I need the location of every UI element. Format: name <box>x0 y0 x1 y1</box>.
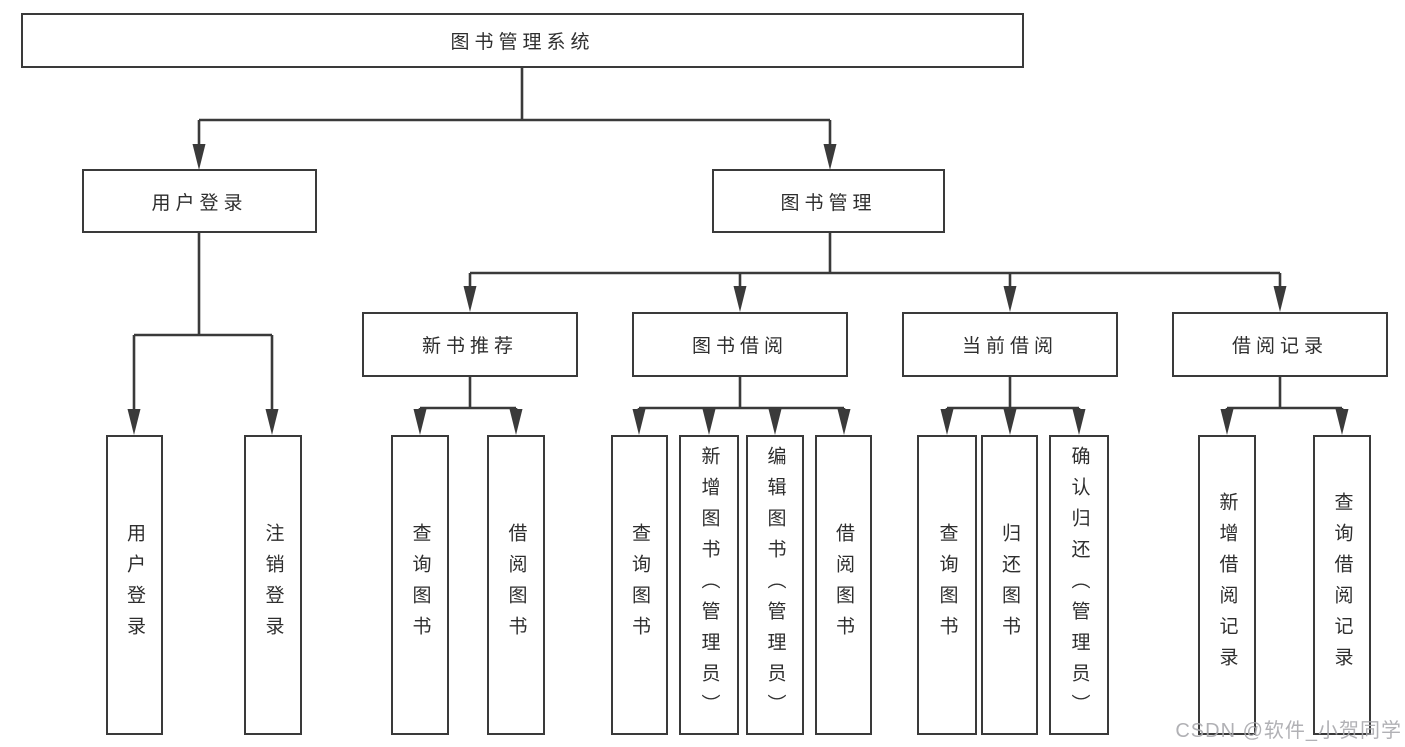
node-new-book-recommend-label: 新书推荐 <box>421 336 518 357</box>
leaf-current-confirm-label: 确认归还（管理员） <box>1068 445 1090 725</box>
leaf-current-confirm: 确认归还（管理员） <box>1049 435 1109 735</box>
leaf-user-login-label: 用户登录 <box>124 523 145 647</box>
arrow-down-icon <box>632 409 646 435</box>
arrow-down-icon <box>127 409 141 435</box>
leaf-current-return-label: 归还图书 <box>999 523 1020 647</box>
leaf-bookborrow-query: 查询图书 <box>611 435 668 735</box>
connector-currentborrow-to-leaves <box>945 377 1081 411</box>
leaf-record-query-label: 查询借阅记录 <box>1331 492 1353 678</box>
leaf-bookborrow-edit: 编辑图书（管理员） <box>746 435 804 735</box>
leaf-bookborrow-query-label: 查询图书 <box>629 523 650 647</box>
leaf-user-login: 用户登录 <box>106 435 163 735</box>
leaf-bookborrow-borrow-label: 借阅图书 <box>833 523 854 647</box>
connector-root-to-level2 <box>197 68 832 146</box>
node-root-label: 图书管理系统 <box>450 32 595 53</box>
leaf-newbook-query-label: 查询图书 <box>409 523 431 647</box>
node-new-book-recommend: 新书推荐 <box>362 312 578 377</box>
leaf-newbook-borrow: 借阅图书 <box>487 435 545 735</box>
connector-borrowrecord-to-leaves <box>1225 377 1344 411</box>
arrow-down-icon <box>265 409 279 435</box>
node-book-borrow: 图书借阅 <box>632 312 848 377</box>
connector-newbook-to-leaves <box>418 377 518 411</box>
leaf-newbook-query: 查询图书 <box>391 435 449 735</box>
node-current-borrow: 当前借阅 <box>902 312 1118 377</box>
connector-bookmgmt-to-level3 <box>468 233 1282 288</box>
arrowheads <box>127 144 1349 435</box>
leaf-current-return: 归还图书 <box>981 435 1038 735</box>
node-user-login: 用户登录 <box>82 169 317 233</box>
arrow-down-icon <box>940 409 954 435</box>
arrow-down-icon <box>1273 286 1287 312</box>
arrow-down-icon <box>837 409 851 435</box>
leaf-logout-label: 注销登录 <box>262 523 284 647</box>
arrow-down-icon <box>1072 409 1086 435</box>
leaf-record-add: 新增借阅记录 <box>1198 435 1256 735</box>
node-current-borrow-label: 当前借阅 <box>961 336 1058 357</box>
leaf-current-query-label: 查询图书 <box>936 523 958 647</box>
connector-userlogin-to-leaves <box>132 233 274 411</box>
leaf-bookborrow-borrow: 借阅图书 <box>815 435 872 735</box>
arrow-down-icon <box>1335 409 1349 435</box>
leaf-bookborrow-add-label: 新增图书（管理员） <box>698 445 720 725</box>
arrow-down-icon <box>192 144 206 170</box>
leaf-current-query: 查询图书 <box>917 435 977 735</box>
node-root: 图书管理系统 <box>21 13 1024 68</box>
arrow-down-icon <box>1003 409 1017 435</box>
connector-bookborrow-to-leaves <box>637 377 846 411</box>
node-borrow-record-label: 借阅记录 <box>1231 336 1328 357</box>
leaf-bookborrow-edit-label: 编辑图书（管理员） <box>764 445 786 725</box>
leaf-bookborrow-add: 新增图书（管理员） <box>679 435 739 735</box>
node-book-mgmt-label: 图书管理 <box>780 192 877 214</box>
node-user-login-label: 用户登录 <box>151 192 248 214</box>
arrow-down-icon <box>413 409 427 435</box>
leaf-record-add-label: 新增借阅记录 <box>1216 492 1238 678</box>
watermark: CSDN @软件_小贺同学 <box>1175 720 1402 742</box>
arrow-down-icon <box>768 409 782 435</box>
arrow-down-icon <box>463 286 477 312</box>
node-book-mgmt: 图书管理 <box>712 169 945 233</box>
leaf-logout: 注销登录 <box>244 435 302 735</box>
node-borrow-record: 借阅记录 <box>1172 312 1388 377</box>
arrow-down-icon <box>733 286 747 312</box>
arrow-down-icon <box>702 409 716 435</box>
arrow-down-icon <box>1003 286 1017 312</box>
arrow-down-icon <box>1220 409 1234 435</box>
leaf-newbook-borrow-label: 借阅图书 <box>505 523 527 647</box>
arrow-down-icon <box>823 144 837 170</box>
leaf-record-query: 查询借阅记录 <box>1313 435 1371 735</box>
node-book-borrow-label: 图书借阅 <box>691 336 788 357</box>
arrow-down-icon <box>509 409 523 435</box>
